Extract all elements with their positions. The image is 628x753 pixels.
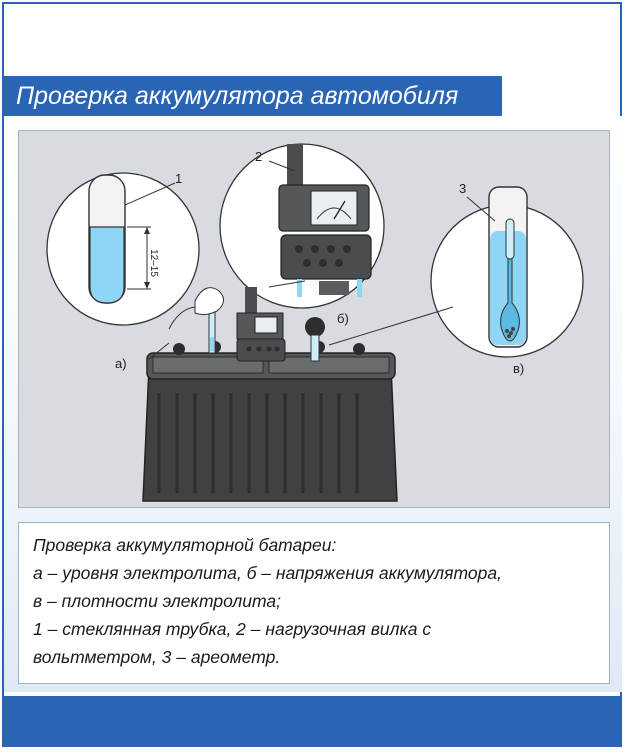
label-v: в) [513,361,524,376]
level-dimension-label: 12–15 [148,249,159,277]
label-3: 3 [459,181,466,196]
label-a: а) [115,356,127,371]
title-bar: Проверка аккумулятора автомобиля [4,76,502,116]
inset-a-glass-tube: 12–15 1 а) [46,171,200,371]
battery [142,280,454,502]
footer-bar [4,696,622,747]
caption-box: Проверка аккумуляторной батареи: а – уро… [18,522,610,684]
inset-v-hydrometer: 3 в) [430,181,584,376]
caption-line-1: Проверка аккумуляторной батареи: [33,535,337,555]
caption-line-3: в – плотности электролита; [33,591,282,611]
caption-line-4: 1 – стеклянная трубка, 2 – нагрузочная в… [33,619,432,639]
label-b: б) [337,311,349,326]
inset-b-load-fork: 2 б) [219,143,385,326]
label-2: 2 [255,149,262,164]
battery-diagram: 12–15 1 а) 2 б) [18,130,610,508]
caption-line-2: а – уровня электролита, б – напряжения а… [33,563,502,583]
label-1: 1 [175,171,182,186]
page-title: Проверка аккумулятора автомобиля [16,82,459,110]
caption-line-5: вольтметром, 3 – ареометр. [33,647,281,667]
diagram-illustration: 12–15 1 а) 2 б) [46,143,584,502]
